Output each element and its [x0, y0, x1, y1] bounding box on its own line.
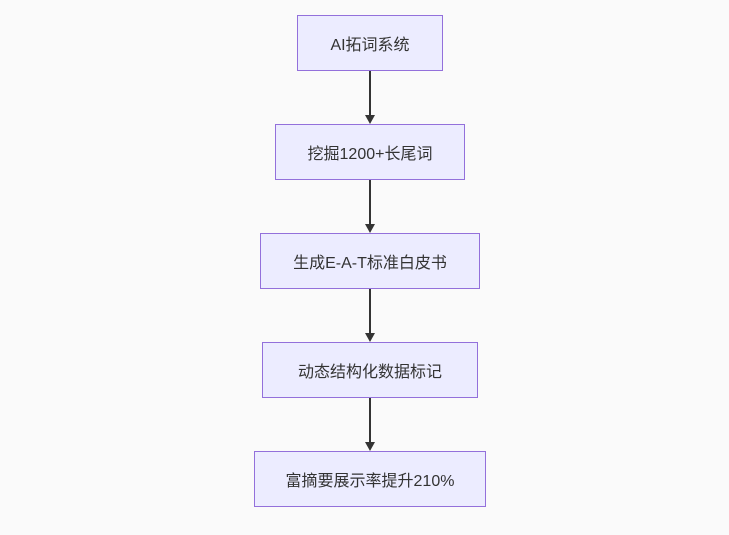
flow-edge-3: [365, 289, 375, 342]
edge-line: [369, 289, 371, 334]
arrowhead-down-icon: [365, 442, 375, 451]
edge-line: [369, 398, 371, 443]
flow-node-label: 挖掘1200+长尾词: [307, 146, 433, 163]
flow-node-label: 富摘要展示率提升210%: [285, 473, 455, 490]
flow-node-label: AI拓词系统: [330, 37, 410, 54]
flow-node-label: 生成E-A-T标准白皮书: [293, 255, 447, 272]
flow-node-label: 动态结构化数据标记: [297, 364, 442, 381]
flow-node-rich-snippet-rate: 富摘要展示率提升210%: [254, 451, 486, 507]
arrowhead-down-icon: [365, 224, 375, 233]
flowchart-column: AI拓词系统 挖掘1200+长尾词 生成E-A-T标准白皮书 动态结构化数据标记: [254, 15, 486, 507]
flow-node-structured-data-markup: 动态结构化数据标记: [262, 342, 478, 398]
arrowhead-down-icon: [365, 333, 375, 342]
edge-line: [369, 71, 371, 116]
edge-line: [369, 180, 371, 225]
flow-edge-1: [365, 71, 375, 124]
flow-edge-2: [365, 180, 375, 233]
flow-node-ai-keyword-system: AI拓词系统: [297, 15, 443, 71]
arrowhead-down-icon: [365, 115, 375, 124]
flow-edge-4: [365, 398, 375, 451]
flow-node-longtail-mining: 挖掘1200+长尾词: [275, 124, 465, 180]
flow-node-eat-whitepaper: 生成E-A-T标准白皮书: [260, 233, 480, 289]
